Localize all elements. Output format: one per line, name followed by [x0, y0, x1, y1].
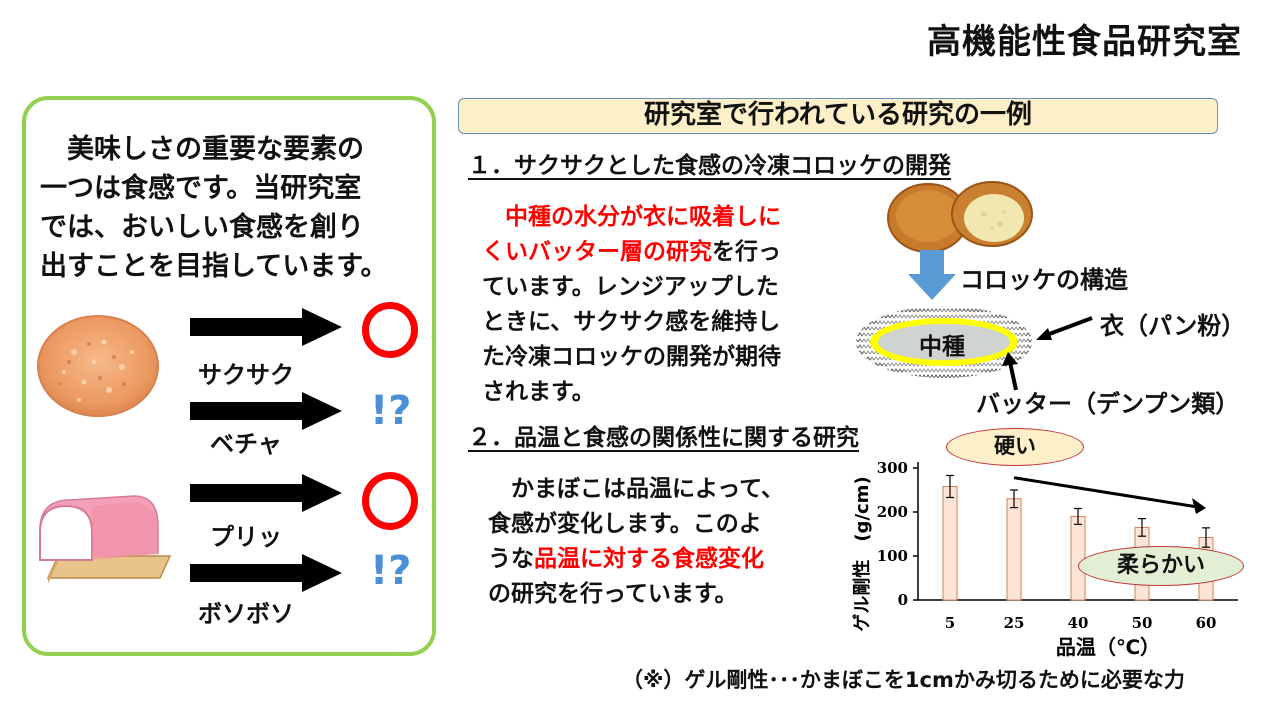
section2-text: かまぼこは品温によって、 食感が変化します。このよ うな品温に対する食感変化 の…: [488, 472, 848, 612]
text-line: うな品温に対する食感変化: [488, 546, 764, 572]
intro-line: 美味しさの重要な要素の: [40, 134, 364, 165]
label-sakusaku: サクサク: [198, 361, 294, 389]
chart-bar: [1006, 498, 1022, 601]
label-becha: ベチャ: [210, 430, 282, 458]
croquette-image: [37, 315, 159, 417]
arrow-sakusaku: [190, 308, 342, 346]
arrow-becha: [190, 392, 342, 430]
y-tick-label: 0: [898, 591, 908, 609]
pointer-arrow-batter: [1002, 352, 1018, 391]
gel-rigidity-chart: 0 100 200 300 5 25 40 50 60 品温（℃） ゲル剛性 (g/cm): [851, 459, 1238, 659]
x-tick-label: 50: [1132, 614, 1153, 632]
chart-bar: [942, 485, 958, 601]
question-mark-icon: !?: [370, 388, 412, 434]
text-line: されます。: [482, 379, 595, 405]
text-line: 食感が変化します。このよ: [488, 511, 762, 537]
batter-label: バッター（デンプン類）: [976, 390, 1240, 418]
x-tick-label: 40: [1068, 614, 1089, 632]
core-label: 中種: [919, 334, 965, 360]
section2-heading: ２．品温と食感の関係性に関する研究: [468, 425, 859, 451]
trend-arrowhead: [1192, 498, 1206, 515]
kamaboko-image: [39, 495, 172, 584]
text-line: の研究を行っています。: [488, 581, 738, 607]
text-line: た冷凍コロッケの開発が期待: [482, 344, 781, 370]
intro-line: 一つは食感です。当研究室: [40, 173, 362, 204]
croquette-structure-diagram: [856, 306, 1032, 378]
lab-title: 高機能性食品研究室: [927, 22, 1242, 62]
x-tick-label: 25: [1004, 614, 1025, 632]
intro-line: 出すことを目指しています。: [40, 251, 388, 282]
intro-line: では、おいしい食感を創り: [40, 212, 364, 243]
good-circle-icon: [362, 302, 418, 358]
question-mark-icon: !?: [370, 548, 412, 594]
x-axis-label: 品温（℃）: [1056, 635, 1160, 659]
soft-label: 柔らかい: [1078, 546, 1244, 586]
intro-panel: [22, 96, 436, 656]
y-axis-label: ゲル剛性 (g/cm): [851, 476, 873, 631]
hard-label: 硬い: [946, 428, 1084, 466]
intro-text: 美味しさの重要な要素の 一つは食感です。当研究室 では、おいしい食感を創り 出す…: [40, 130, 430, 286]
x-tick-label: 60: [1196, 614, 1217, 632]
croquette-photo: [887, 181, 1033, 253]
good-circle-icon: [362, 472, 418, 530]
label-puri: プリッ: [210, 523, 282, 551]
structure-label: コロッケの構造: [960, 266, 1128, 294]
text-line: ています。レンジアップした: [482, 274, 779, 300]
y-tick-label: 100: [877, 547, 908, 565]
section1-heading: １．サクサクとした食感の冷凍コロッケの開発: [468, 153, 951, 179]
trend-arrow: [1013, 476, 1197, 509]
text-line: くいバッター層の研究を行っ: [482, 239, 781, 265]
blue-down-arrow: [908, 250, 956, 300]
x-tick-label: 5: [945, 614, 955, 632]
y-tick-label: 200: [877, 503, 908, 521]
label-bosobosu: ボソボソ: [198, 600, 294, 628]
text-line: 中種の水分が衣に吸着しに: [482, 204, 781, 230]
footnote: （※）ゲル剛性･･･かまぼこを1cmかみ切るために必要な力: [622, 668, 1185, 692]
arrow-puri: [190, 474, 342, 512]
pointer-arrow-coating: [1036, 316, 1093, 340]
research-banner: 研究室で行われている研究の一例: [458, 98, 1218, 134]
text-line: かまぼこは品温によって、: [488, 476, 785, 502]
text-line: ときに、サクサク感を維持し: [482, 309, 781, 335]
coating-label: 衣（パン粉）: [1100, 312, 1246, 340]
section1-text: 中種の水分が衣に吸着しに くいバッター層の研究を行っ ています。レンジアップした…: [482, 200, 842, 410]
arrow-bosobosu: [190, 554, 342, 592]
y-tick-label: 300: [877, 459, 908, 477]
